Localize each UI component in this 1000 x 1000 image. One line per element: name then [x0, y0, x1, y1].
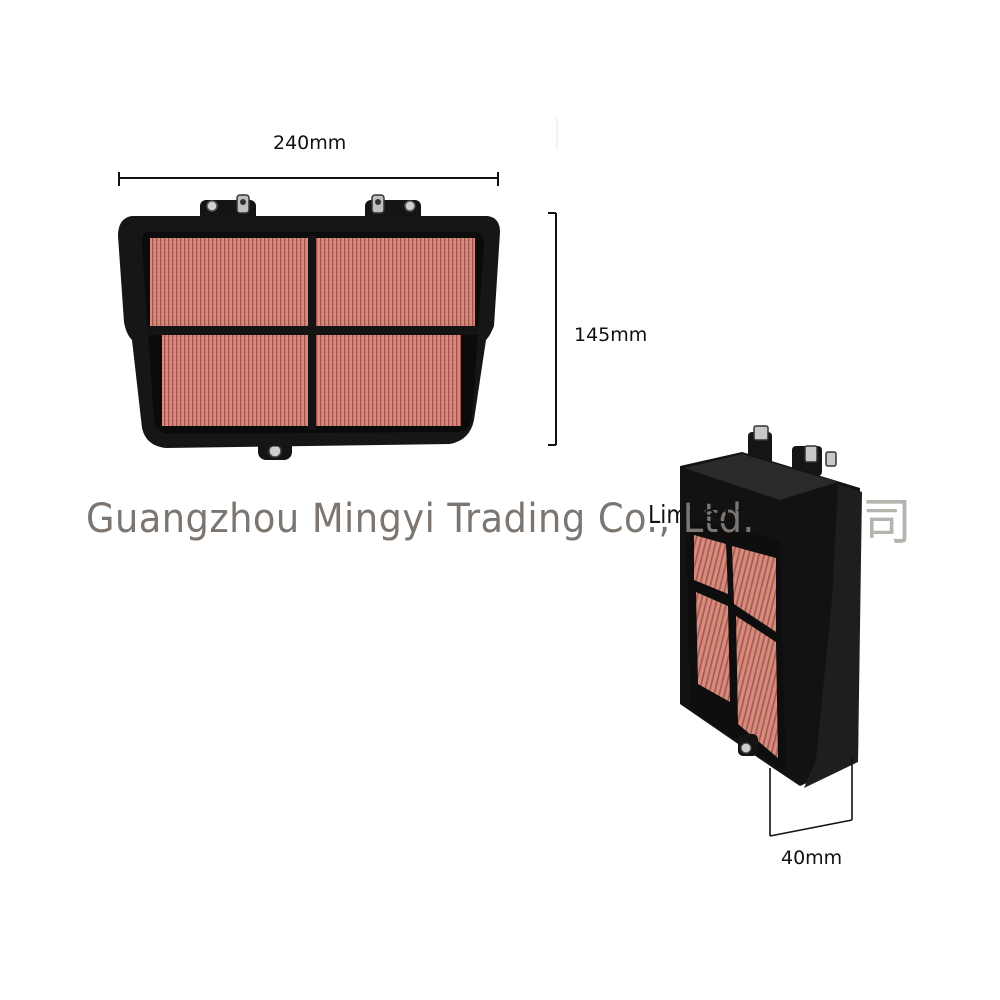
height-dimension-label: 145mm [574, 324, 648, 346]
watermark-glyph: 司 [862, 493, 912, 551]
filter-panel-top-right [315, 238, 475, 328]
filter-panel-bottom-right [315, 334, 461, 426]
side-filter-panel-bottom-right [736, 616, 778, 758]
air-filter-side-view [680, 425, 862, 788]
width-dimension-label: 240mm [273, 132, 347, 154]
watermark-notice: Limited to public [648, 500, 833, 529]
filter-panel-bottom-left [162, 334, 310, 426]
filter-panel-top-left [150, 238, 310, 328]
watermark-company-name: Guangzhou Mingyi Trading Co., Ltd. [86, 496, 755, 542]
depth-dimension-label: 40mm [781, 847, 843, 869]
side-filter-panel-top-left [694, 535, 728, 594]
side-filter-panel-bottom-left [696, 592, 730, 702]
side-mounting-tab-right [792, 445, 837, 476]
depth-dimension-line [769, 756, 853, 837]
height-dimension-line [548, 212, 557, 446]
side-filter-panel-top-right [732, 546, 776, 632]
width-dimension-line [118, 172, 499, 186]
air-filter-front-view [118, 194, 500, 460]
